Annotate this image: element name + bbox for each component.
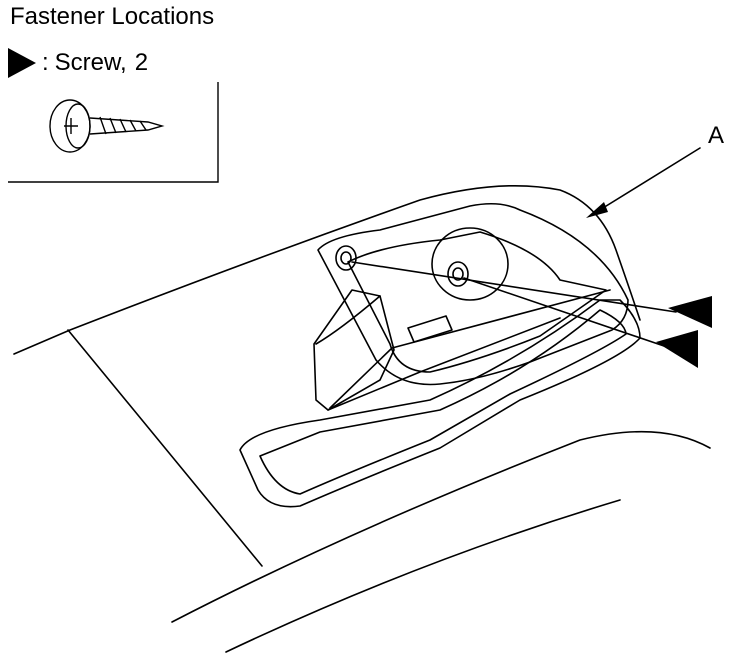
callout-a-arrowhead [586, 202, 608, 218]
lower-screw-boss [447, 261, 469, 287]
fastener-label: Screw, [54, 49, 127, 76]
lower-screw-leader [463, 277, 665, 347]
upper-screw-leader [351, 261, 677, 313]
latch-slot [407, 315, 453, 343]
door-panel-left-edge [67, 329, 263, 567]
screw-location-pointer-icon [656, 330, 698, 368]
handle-lever [313, 289, 395, 411]
screw-inset-box [8, 82, 219, 183]
callout-a-leader [589, 147, 701, 217]
filled-triangle-pointer-icon [8, 48, 36, 78]
upper-screw-hole [340, 251, 352, 265]
handle-lever-face [315, 295, 381, 345]
fastener-count: 2 [134, 49, 149, 76]
page-title: Fastener Locations [10, 3, 215, 30]
fastener-legend: : Screw, 2 [8, 48, 148, 78]
upper-screw-boss [335, 245, 357, 271]
door-panel-lower-edge [171, 430, 711, 623]
handle-trim-inner [259, 309, 627, 495]
handle-trim-outer [239, 299, 641, 508]
handle-recess-housing [317, 202, 629, 386]
handle-lever-bottom [327, 317, 561, 411]
legend-separator: : [42, 49, 49, 76]
door-panel-top-edge [13, 184, 641, 355]
inset-frame [8, 82, 219, 183]
callout-label-a: A [708, 122, 725, 149]
lower-screw-boss-ring [431, 227, 509, 301]
door-panel-bottom-curve [225, 499, 621, 653]
screw-icon [49, 99, 165, 153]
handle-recess-inner [347, 231, 607, 373]
lower-screw-hole [452, 267, 464, 281]
handle-lever-edge [329, 289, 611, 409]
screw-location-pointer-icon [668, 296, 712, 328]
